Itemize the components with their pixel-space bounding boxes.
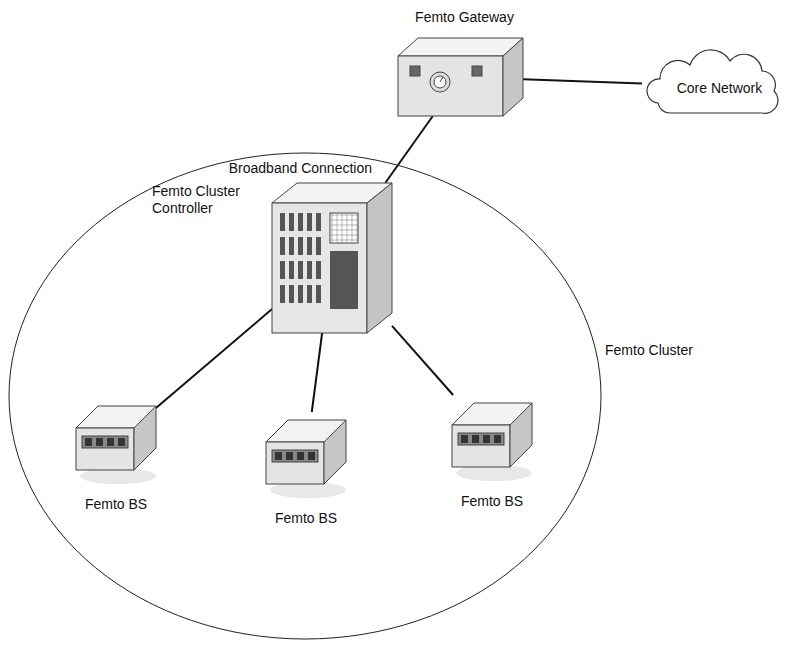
node-label: Core Network (677, 80, 763, 97)
base-station-device-shape (452, 395, 532, 483)
node-label: Femto BS (85, 496, 147, 513)
node-label: Femto Cluster (605, 342, 693, 359)
link-line (392, 326, 453, 395)
node-label: Femto BS (461, 493, 523, 510)
link-line (385, 116, 433, 183)
base-station-device: Femto BS (452, 395, 532, 483)
base-station-device-shape (266, 412, 346, 500)
controller-device-shape (272, 183, 392, 333)
link-label: Broadband Connection (229, 160, 372, 177)
gateway-device-shape (398, 38, 523, 116)
gateway-device: Femto Gateway (398, 38, 523, 116)
network-cloud: Core Network (642, 55, 785, 117)
node-label: Femto Cluster Controller (152, 183, 264, 217)
node-label: Femto BS (275, 510, 337, 527)
node-label: Femto Gateway (415, 9, 514, 26)
base-station-device-shape (76, 398, 156, 486)
cluster-region: Femto ClusterFemto Cluster ControllerFem… (8, 152, 602, 640)
link-line (312, 333, 322, 412)
link-line (523, 79, 642, 83)
base-station-device: Femto BS (76, 398, 156, 486)
link-line (156, 309, 272, 408)
base-station-device: Femto BS (266, 412, 346, 500)
controller-device: Femto Cluster Controller (272, 183, 392, 333)
